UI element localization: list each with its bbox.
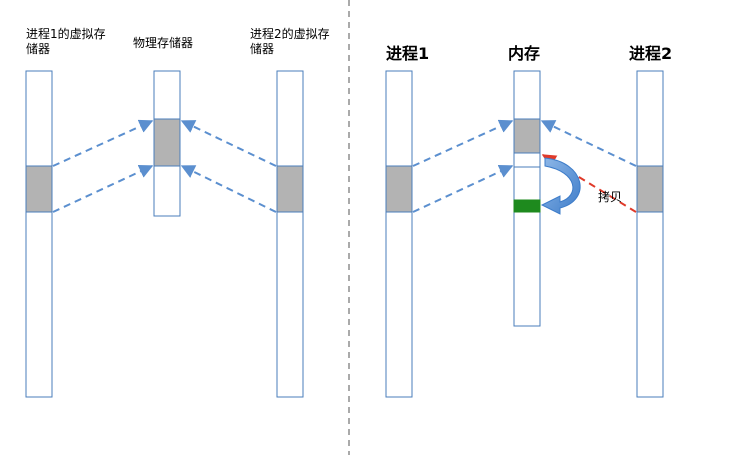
memory-copied-page: [513, 199, 541, 213]
process2-virtual-memory-label: 进程2的虚拟存储器: [250, 27, 330, 56]
mapping-arrow: [180, 120, 277, 167]
memory-bar: [513, 70, 541, 327]
mapping-arrow: [180, 165, 277, 213]
memory-label: 内存: [508, 44, 541, 63]
right-panel: [385, 70, 664, 398]
copy-label: 拷贝: [598, 190, 623, 204]
process1-virtual-memory-label: 进程1的虚拟存储器: [26, 27, 106, 56]
mapping-arrow: [52, 164, 154, 213]
process1-virtual-page: [25, 165, 53, 213]
memory-page-slot: [513, 152, 541, 168]
process1-memory-bar: [385, 70, 413, 398]
process2-page: [636, 165, 664, 213]
process1-virtual-memory-bar: [25, 70, 53, 398]
mapping-arrow: [540, 120, 637, 167]
physical-page: [153, 118, 181, 167]
mapping-arrow: [412, 119, 514, 167]
process2-memory-bar: [636, 70, 664, 398]
process1-page: [385, 165, 413, 213]
left-panel: [25, 70, 304, 398]
physical-memory-label: 物理存储器: [133, 36, 194, 50]
process1-label: 进程1: [386, 44, 430, 63]
memory-shared-page: [513, 118, 541, 154]
process2-virtual-page: [276, 165, 304, 213]
curved-redirect-arrow: [540, 157, 581, 215]
process2-label: 进程2: [629, 44, 673, 63]
process2-virtual-memory-bar: [276, 70, 304, 398]
mapping-arrow: [52, 119, 154, 167]
mapping-arrow: [412, 164, 514, 213]
